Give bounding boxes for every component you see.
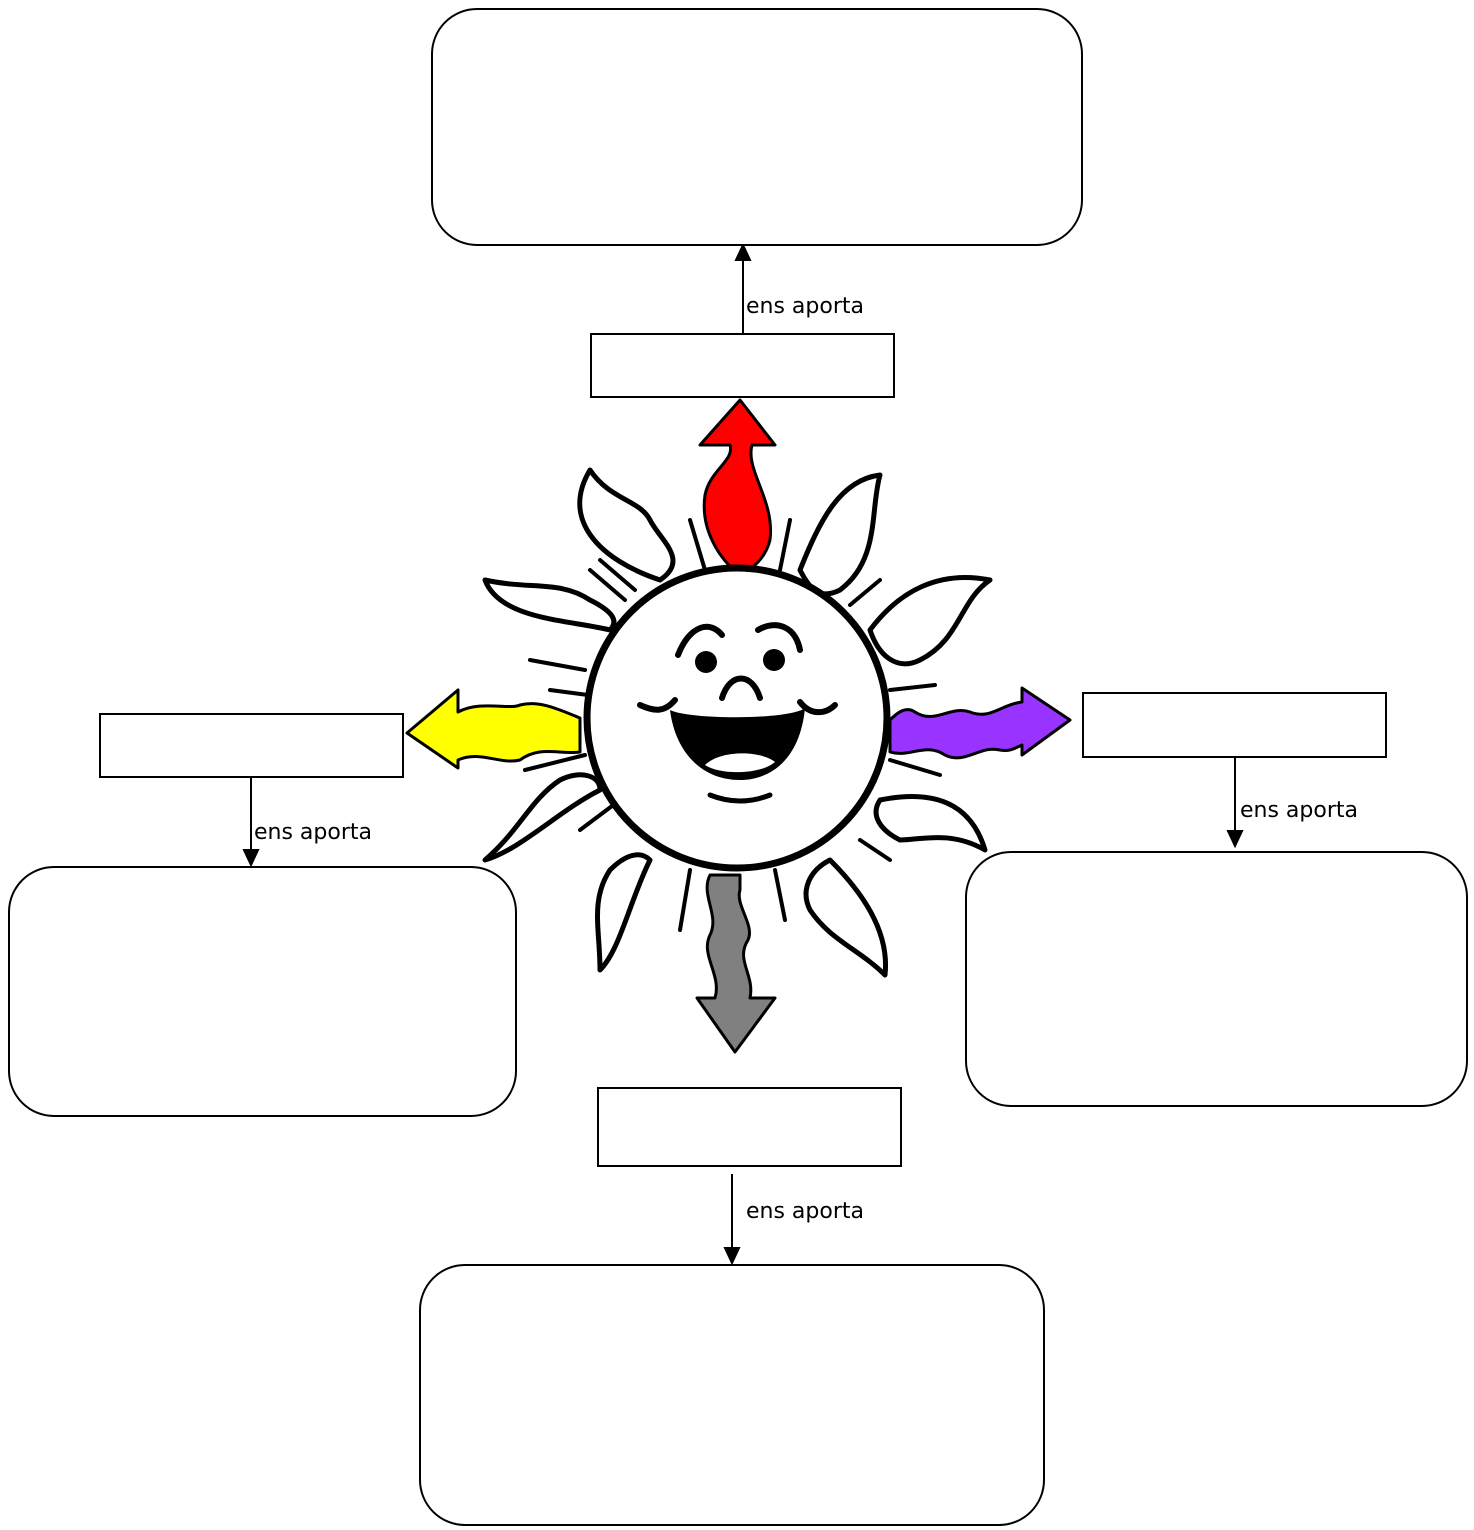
bottom-result-box[interactable]: [419, 1264, 1045, 1526]
left-connector-label: ens aporta: [254, 822, 372, 844]
top-label-box[interactable]: [590, 333, 895, 398]
left-label-box[interactable]: [99, 713, 404, 778]
red-arrow: [700, 400, 775, 575]
bottom-connector-label: ens aporta: [746, 1201, 864, 1223]
top-result-box[interactable]: [431, 8, 1083, 246]
right-label-box[interactable]: [1082, 692, 1387, 758]
left-eye: [695, 651, 717, 673]
purple-arrow: [890, 688, 1070, 758]
bottom-label-box[interactable]: [597, 1087, 902, 1167]
right-eye: [763, 649, 785, 671]
gray-arrow: [697, 875, 775, 1052]
yellow-arrow: [407, 690, 580, 768]
right-result-box[interactable]: [965, 851, 1468, 1107]
right-connector-label: ens aporta: [1240, 800, 1358, 822]
left-result-box[interactable]: [8, 866, 517, 1117]
top-connector-label: ens aporta: [746, 296, 864, 318]
